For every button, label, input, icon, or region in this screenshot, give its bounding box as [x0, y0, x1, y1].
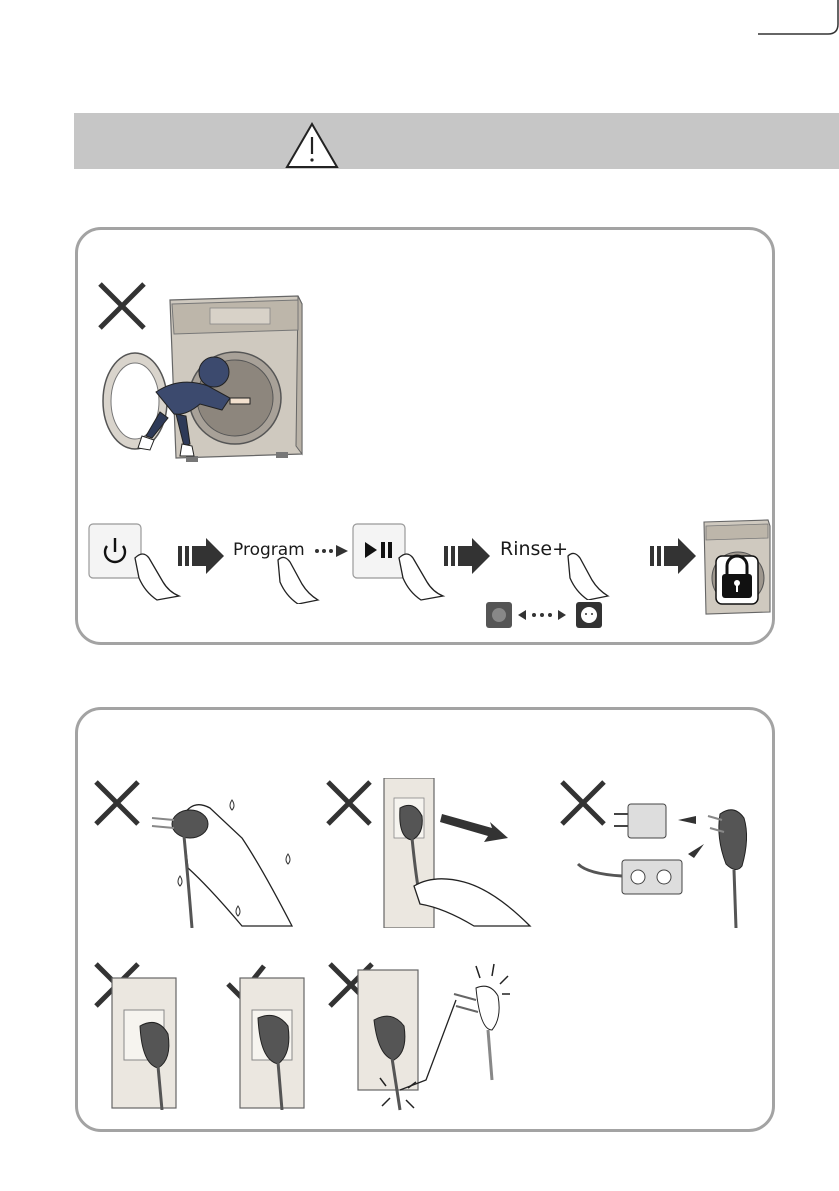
corner-decoration-line [758, 0, 839, 40]
plug-safety-panel [75, 707, 775, 1132]
dots-arrow-icon [314, 543, 350, 559]
multi-adapter-illustration [558, 778, 768, 928]
warning-banner [74, 113, 839, 169]
child-lock-panel: Program Rinse+ [75, 227, 775, 645]
finger-press-icon [258, 556, 328, 604]
child-lock-indicator-toggle [484, 600, 608, 630]
arrow-right-icon [444, 536, 492, 576]
locked-washer-icon [700, 516, 774, 616]
arrow-right-icon [178, 536, 226, 576]
proper-socket-illustration [224, 960, 334, 1110]
warning-triangle-icon [284, 121, 340, 169]
wet-hands-plug-illustration [92, 778, 302, 928]
pull-cord-illustration [324, 778, 534, 928]
finger-press-icon [548, 552, 618, 600]
arrow-right-icon [650, 536, 698, 576]
damaged-cord-illustration [326, 960, 516, 1120]
child-in-washer-illustration [90, 286, 310, 466]
loose-socket-illustration [92, 960, 202, 1110]
